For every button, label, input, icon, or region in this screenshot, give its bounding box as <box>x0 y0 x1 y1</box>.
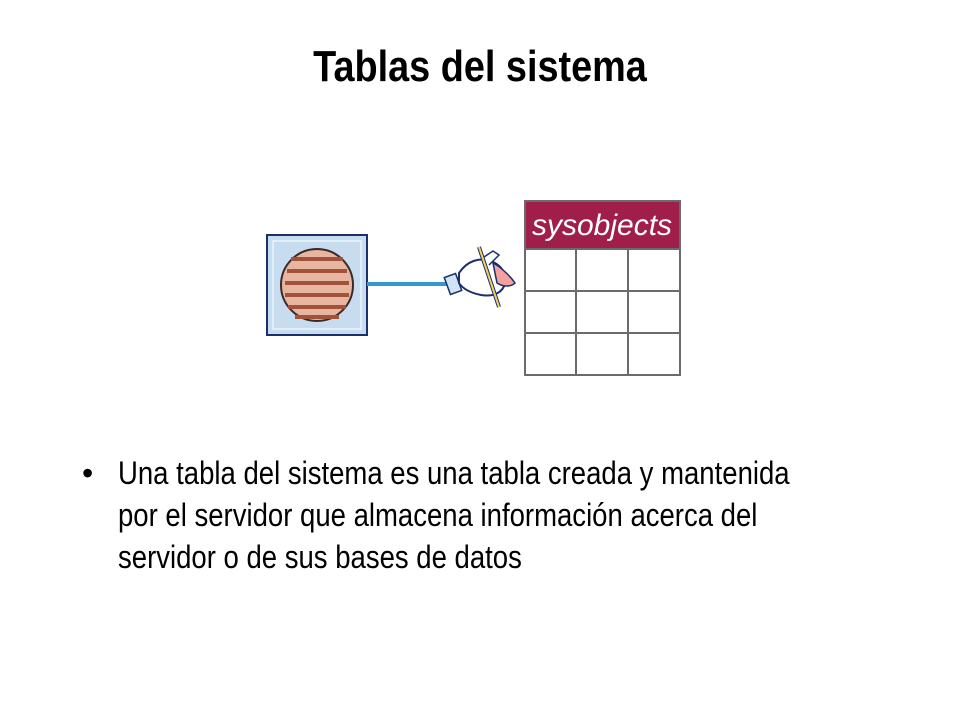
bullet-item: • Una tabla del sistema es una tabla cre… <box>82 452 882 578</box>
slide-title: Tablas del sistema <box>313 42 647 91</box>
diagram-svg: sysobjects <box>266 200 681 376</box>
server-icon <box>266 234 368 336</box>
hand-writing-icon <box>443 246 516 308</box>
bullet-marker: • <box>82 455 94 491</box>
bullet-list: • Una tabla del sistema es una tabla cre… <box>82 452 882 578</box>
system-table-diagram: sysobjects <box>255 195 695 385</box>
sysobjects-label: sysobjects <box>532 209 672 242</box>
bullet-text: Una tabla del sistema es una tabla cread… <box>118 455 790 575</box>
sysobjects-table: sysobjects <box>524 200 681 376</box>
